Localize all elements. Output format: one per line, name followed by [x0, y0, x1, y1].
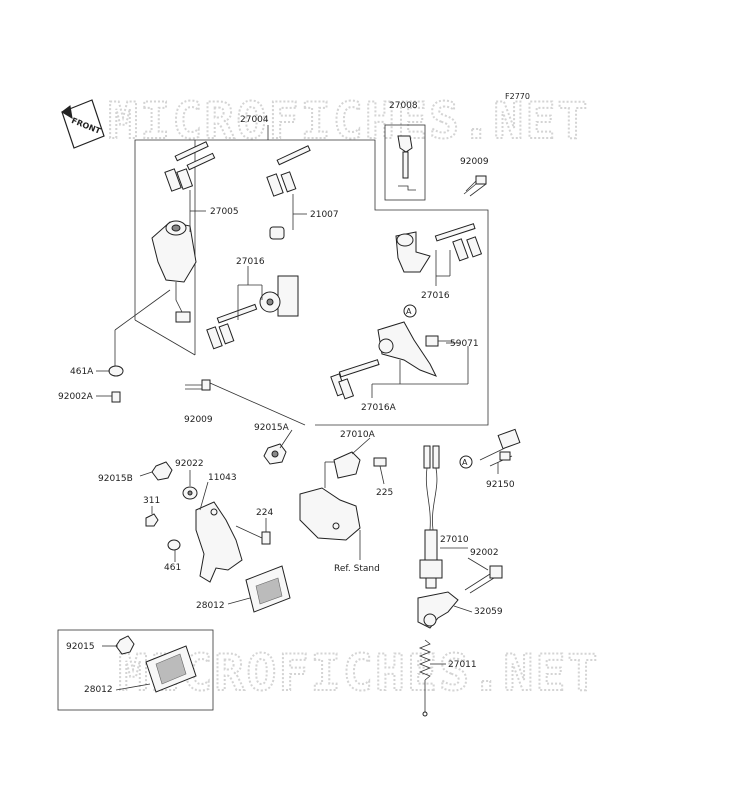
label-11043: 11043 [208, 473, 237, 483]
bolt-59071-icon [425, 335, 452, 347]
label-27011: 27011 [448, 660, 477, 670]
screw-92009-bottom-icon [185, 379, 211, 391]
washer-92022-icon [182, 486, 198, 500]
label-27008: 27008 [389, 101, 418, 111]
label-92009-top: 92009 [460, 157, 489, 167]
label-28012-lower: 28012 [84, 685, 113, 695]
switch-27010-icon [419, 445, 443, 589]
label-27010A: 27010A [340, 430, 376, 440]
label-92015A: 92015A [254, 423, 290, 433]
bolt-224-icon [235, 525, 271, 545]
ignition-switch-icon [151, 220, 197, 323]
label-27010: 27010 [440, 535, 469, 545]
label-92015B: 92015B [98, 474, 133, 484]
label-27005: 27005 [210, 207, 239, 217]
diagram-code: F2770 [505, 92, 530, 101]
svg-text:A: A [406, 307, 412, 316]
bracket-32059-icon [417, 591, 459, 629]
nut-311-icon [145, 513, 159, 527]
front-arrow-icon: FRONT [61, 99, 105, 149]
bolts-92150-icon [479, 428, 521, 467]
label-92022: 92022 [175, 459, 204, 469]
ref-marker-a-bottom: A [459, 455, 473, 469]
inset-box [57, 629, 214, 711]
label-59071: 59071 [450, 339, 479, 349]
assembly-bracket-lines [114, 124, 489, 426]
label-461: 461 [164, 563, 181, 573]
reflector-28012-upper-icon [245, 565, 291, 613]
lock-cylinder-27016-left-icon [206, 275, 299, 350]
label-311: 311 [143, 496, 160, 506]
part-labels: 27004 27008 92009 27005 21007 27016 2701… [58, 101, 515, 695]
label-92002: 92002 [470, 548, 499, 558]
label-225: 225 [376, 488, 393, 498]
cap-21007-icon [269, 226, 285, 240]
key-pair-27005-icon [164, 141, 216, 192]
washer-461-icon [167, 539, 181, 551]
spring-27011-icon [418, 639, 432, 717]
label-27004: 27004 [240, 115, 269, 125]
screw-92009-top-icon [463, 175, 487, 197]
label-461A: 461A [70, 367, 94, 377]
leader-lines [96, 180, 499, 691]
lock-cylinder-27016-right-icon [395, 223, 483, 273]
label-32059: 32059 [474, 607, 503, 617]
label-27016-right: 27016 [421, 291, 450, 301]
ref-marker-a-top: A [403, 304, 417, 318]
label-27016A: 27016A [361, 403, 397, 413]
svg-text:A: A [462, 458, 468, 467]
bolt-92002-icon [464, 565, 503, 594]
label-ref-stand: Ref. Stand [334, 564, 380, 574]
lock-27016A-icon [330, 321, 438, 400]
key-pair-21007-icon [266, 145, 311, 197]
label-92015: 92015 [66, 642, 95, 652]
watermark-top: MICROFICHES.NET [108, 92, 590, 150]
label-92150: 92150 [486, 480, 515, 490]
label-224: 224 [256, 508, 273, 518]
bolt-92002A-icon [111, 391, 121, 403]
nut-92015A-icon [263, 443, 287, 465]
bracket-11043-icon [195, 501, 243, 583]
label-28012-upper: 28012 [196, 601, 225, 611]
stand-switch-27010A-icon [299, 451, 387, 560]
nut-92015B-icon [151, 461, 173, 481]
key-27008-icon [397, 135, 416, 191]
label-92009-bottom: 92009 [184, 415, 213, 425]
label-27016-left: 27016 [236, 257, 265, 267]
washer-461A-icon [108, 365, 124, 377]
watermark-bottom: MICROFICHES.NET [118, 644, 600, 702]
label-92002A: 92002A [58, 392, 94, 402]
label-21007: 21007 [310, 210, 339, 220]
